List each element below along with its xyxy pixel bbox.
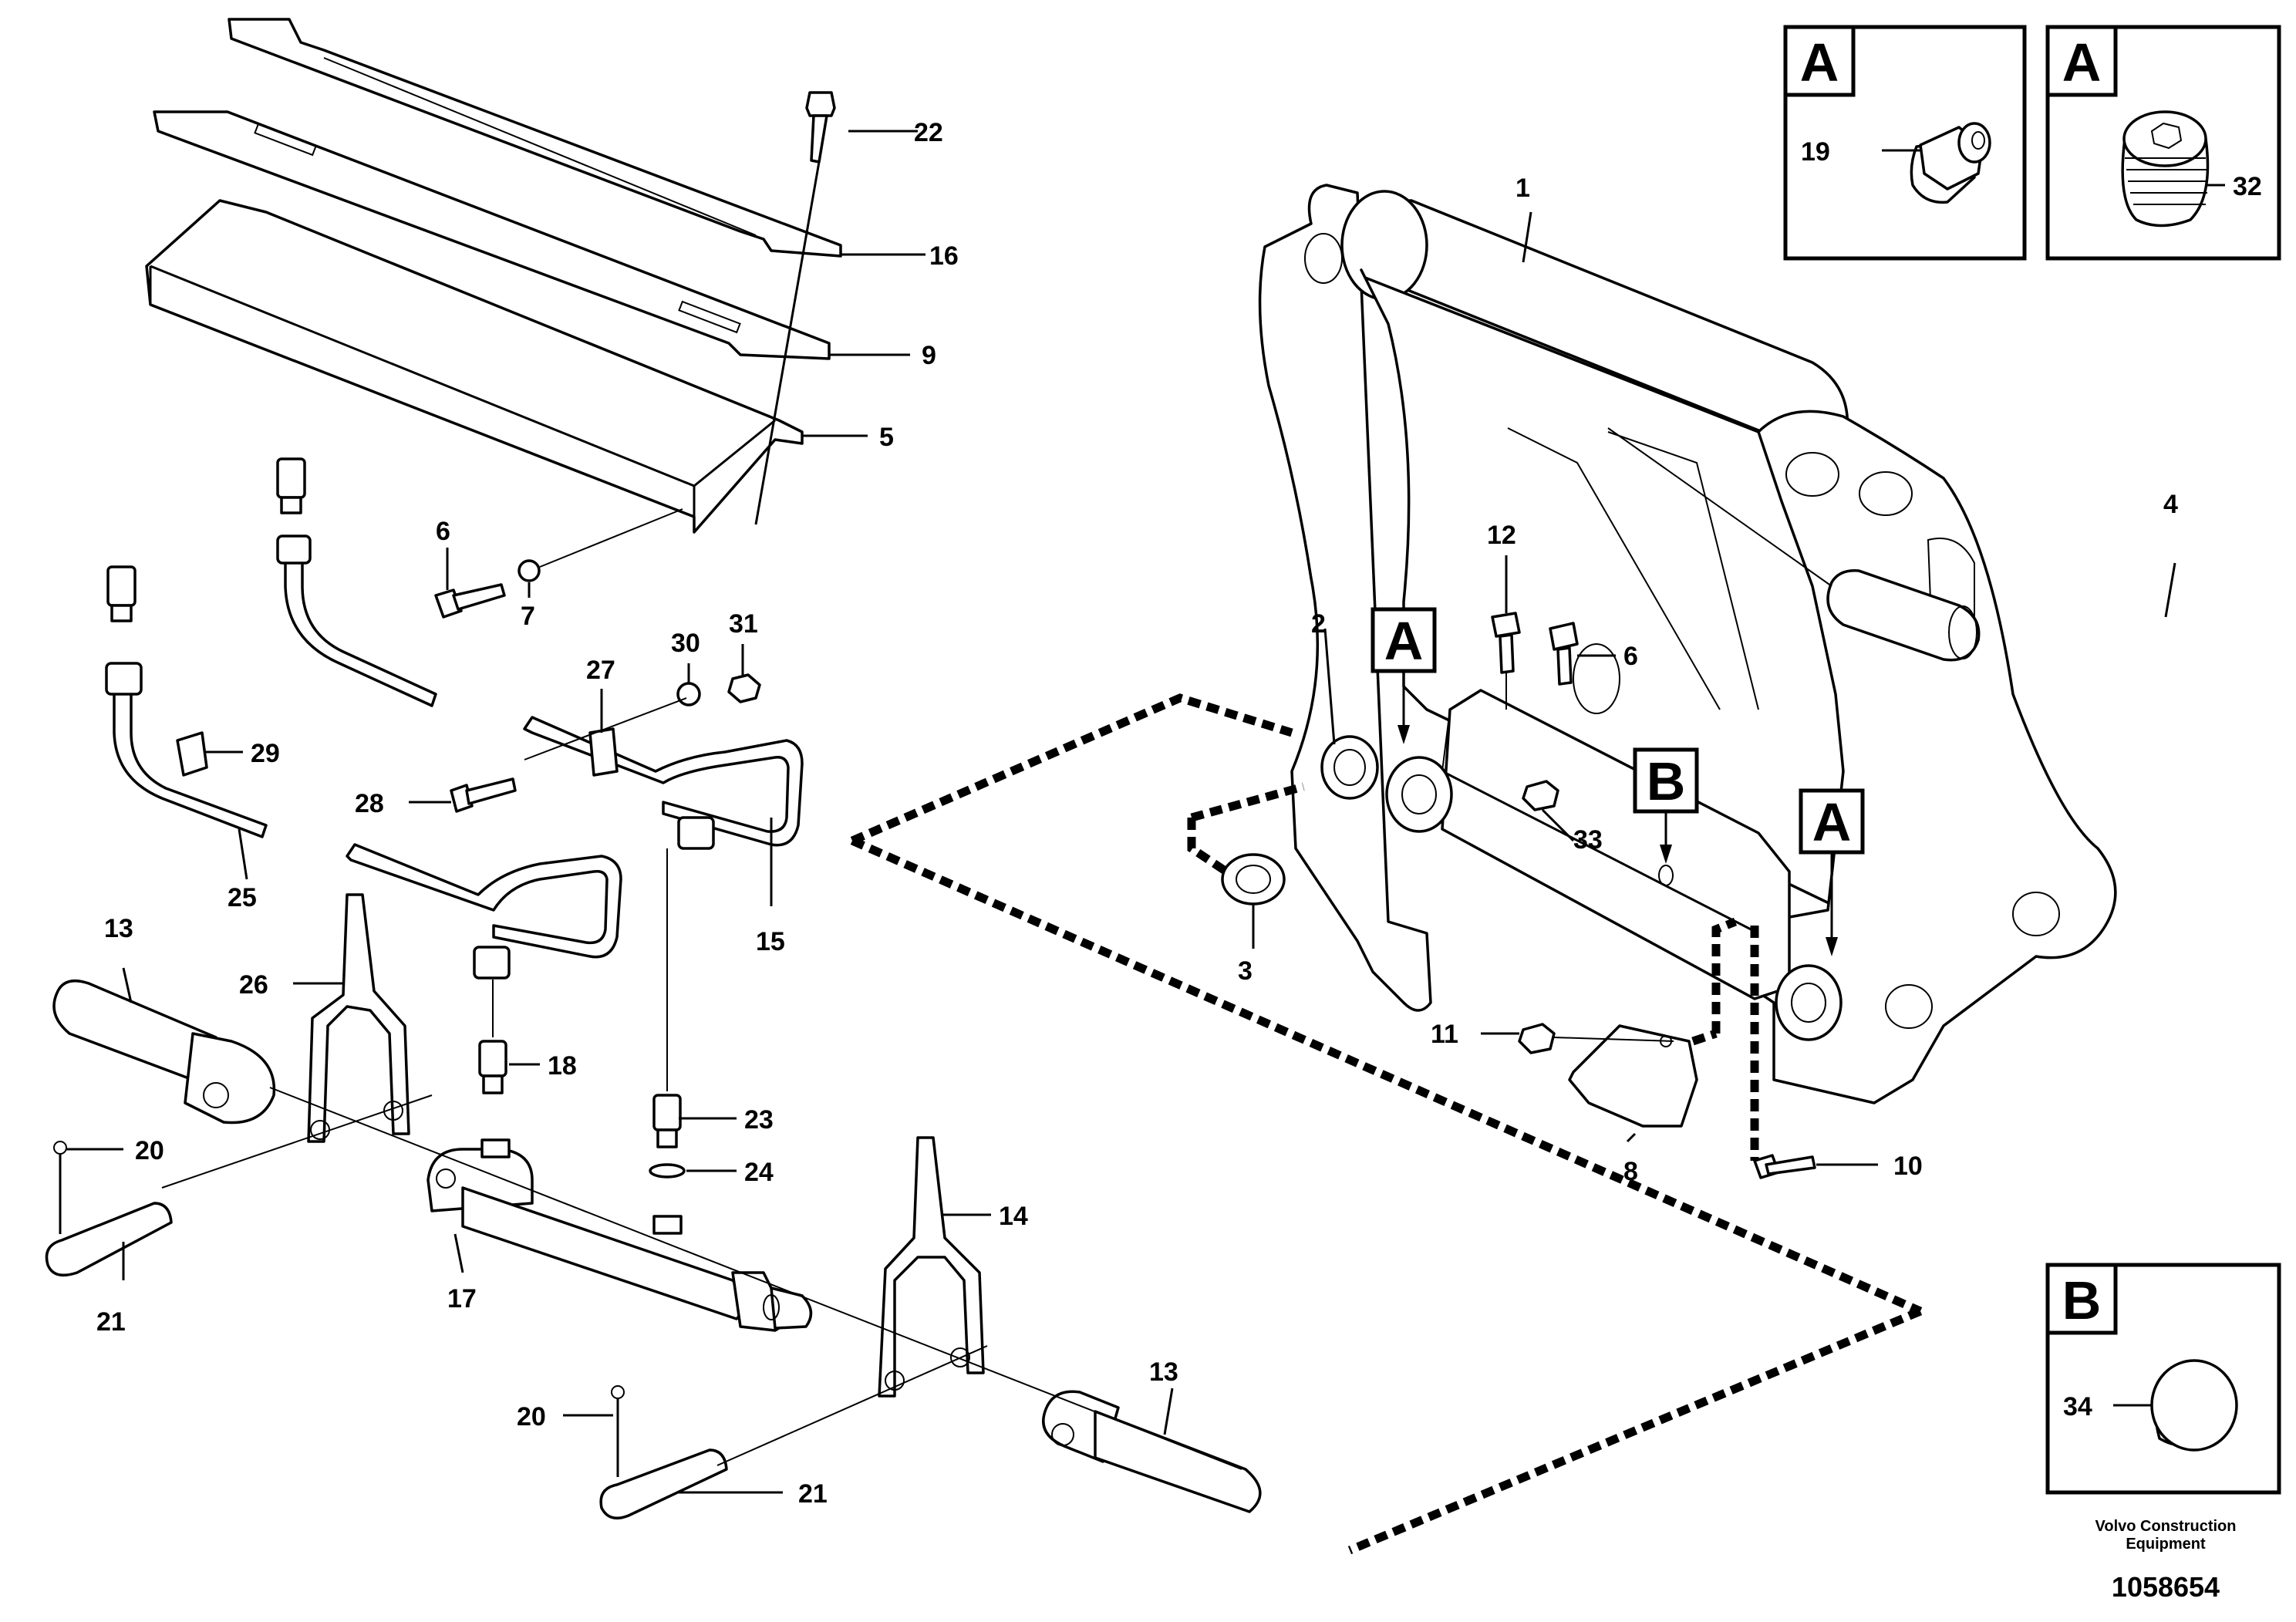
callout-13-bottom: 13	[1149, 1357, 1178, 1387]
fitting-23	[652, 1094, 682, 1148]
callout-21-left: 21	[96, 1307, 126, 1337]
callout-25: 25	[228, 883, 257, 912]
frame-1	[1258, 184, 2117, 1104]
cotter-pin-20-bottom	[611, 1385, 625, 1477]
callout-7: 7	[521, 602, 535, 631]
callout-31: 31	[729, 609, 758, 639]
callout-20-left: 20	[135, 1136, 164, 1165]
callout-34: 34	[2063, 1392, 2092, 1421]
plate-5	[145, 199, 804, 534]
marker-a-right: A	[1799, 788, 1865, 956]
clamp-27	[588, 727, 619, 777]
bolt-10	[1753, 1154, 1816, 1179]
callout-15: 15	[756, 927, 785, 956]
callout-27: 27	[586, 656, 615, 685]
detail-box-a-plug: A	[2045, 25, 2281, 261]
callout-8: 8	[1623, 1157, 1638, 1186]
callout-21-bottom: 21	[798, 1479, 828, 1509]
pin-21-left	[45, 1202, 173, 1277]
bolt-6-frame	[1549, 622, 1579, 686]
callout-22: 22	[914, 118, 943, 147]
washer-24	[649, 1163, 686, 1179]
pipe-lower	[105, 565, 622, 980]
svg-text:A: A	[2062, 32, 2102, 93]
svg-text:A: A	[1800, 32, 1839, 93]
callout-28: 28	[355, 789, 384, 818]
nut-31	[727, 673, 761, 703]
pin-21-bottom	[599, 1448, 728, 1520]
marker-b: B	[1633, 747, 1699, 864]
nut-33	[1522, 780, 1559, 811]
callout-18: 18	[548, 1051, 577, 1081]
clamp-29	[176, 731, 208, 777]
detail-box-b-cap: B	[2045, 1263, 2281, 1495]
callout-labels: 1 2 3 4 5 6 6 7 8 9 10 11 12 13 13 14 15…	[96, 118, 2262, 1509]
callout-32: 32	[2233, 172, 2262, 201]
callout-6-top: 6	[436, 517, 450, 546]
callout-26: 26	[239, 970, 268, 1000]
callout-12: 12	[1487, 521, 1516, 550]
plate-16	[228, 18, 842, 258]
callout-9: 9	[922, 341, 936, 370]
wear-plate-8	[1568, 1024, 1698, 1128]
pin-13-bottom	[1042, 1390, 1262, 1513]
callout-16: 16	[929, 241, 959, 271]
callout-5: 5	[879, 423, 894, 452]
footer: Volvo Construction Equipment 1058654	[2095, 1518, 2237, 1603]
callout-6-frame: 6	[1623, 642, 1638, 671]
washer-7	[518, 559, 541, 582]
washer-30	[676, 682, 701, 706]
callout-14: 14	[999, 1202, 1028, 1231]
nut-11	[1518, 1023, 1556, 1054]
bolt-22	[754, 91, 836, 525]
credit-line-2: Equipment	[2126, 1536, 2206, 1553]
callout-17: 17	[447, 1284, 477, 1313]
cotter-pin-20-left	[53, 1141, 67, 1234]
screw-6	[434, 583, 506, 619]
svg-text:A: A	[1384, 611, 1424, 671]
bracket-26	[307, 893, 410, 1143]
callout-29: 29	[251, 739, 280, 768]
callout-4: 4	[2163, 490, 2178, 519]
callout-13-left: 13	[104, 914, 133, 943]
callout-33: 33	[1573, 825, 1603, 855]
callout-1: 1	[1515, 174, 1530, 203]
callout-30: 30	[671, 629, 700, 658]
detail-box-a-grease-nipple: A	[1783, 25, 2027, 261]
callout-19: 19	[1801, 137, 1830, 167]
bolt-28	[450, 777, 517, 813]
document-number: 1058654	[2112, 1571, 2220, 1603]
marker-a-left: A	[1371, 607, 1437, 744]
pin-4	[1607, 427, 1981, 662]
callout-23: 23	[744, 1105, 774, 1135]
bolt-12	[1491, 612, 1521, 710]
svg-text:B: B	[1647, 751, 1686, 811]
callout-11: 11	[1431, 1020, 1458, 1049]
callout-24: 24	[744, 1158, 774, 1187]
callout-10: 10	[1893, 1152, 1923, 1181]
seal-3	[1221, 853, 1286, 905]
credit-line-1: Volvo Construction	[2095, 1518, 2237, 1535]
bracket-14	[878, 1136, 985, 1398]
leader-lines	[66, 130, 2176, 1494]
pin-13-left	[52, 979, 276, 1125]
svg-text:B: B	[2062, 1270, 2102, 1330]
callout-3: 3	[1238, 956, 1253, 986]
cylinder-17	[426, 1138, 813, 1332]
svg-text:A: A	[1812, 792, 1852, 852]
callout-20-bottom: 20	[517, 1402, 546, 1431]
fitting-18	[478, 1040, 507, 1094]
callout-2: 2	[1311, 609, 1326, 639]
